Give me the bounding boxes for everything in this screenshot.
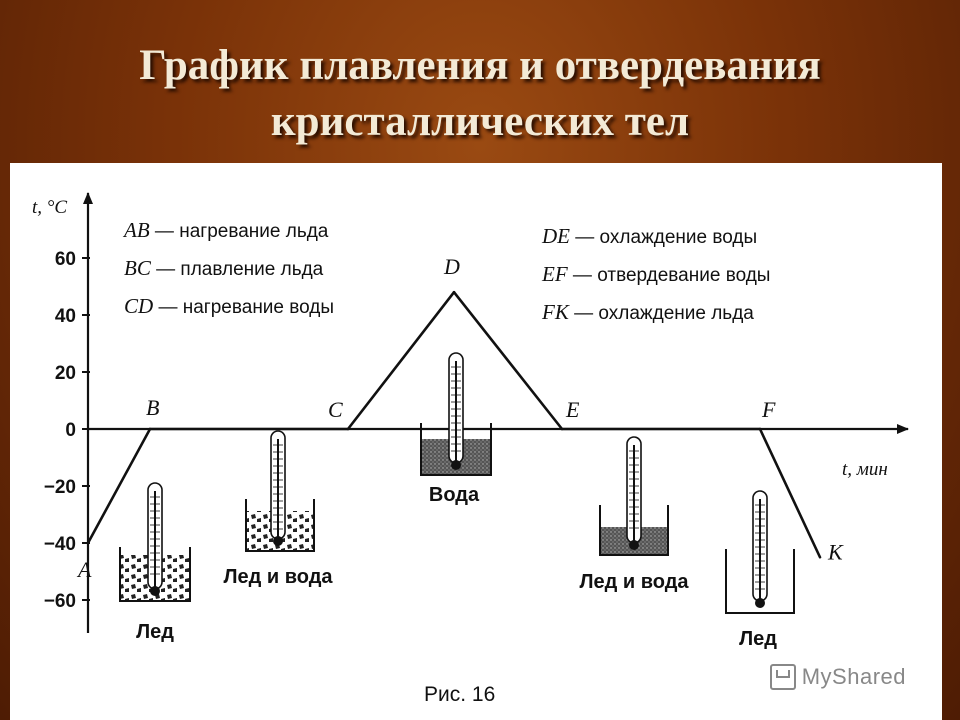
legend-left-item: AB — нагревание льда	[122, 218, 329, 242]
legend-left-key: BC	[124, 256, 152, 280]
vessel-3-beaker	[420, 423, 492, 476]
segment-FK	[758, 427, 822, 559]
legend-left-text: — плавление льда	[151, 259, 324, 280]
vessel-2-label: Лед и вода	[223, 566, 333, 588]
point-label-F: F	[761, 397, 776, 422]
vessel-5-thermometer-bulb	[755, 598, 765, 608]
y-tick-label: 20	[55, 363, 76, 384]
legend-left-text: — нагревание воды	[153, 297, 334, 318]
vessel-3-label: Вода	[429, 484, 480, 506]
vessel-5-label: Лед	[739, 628, 777, 650]
legend-left-text: — нагревание льда	[150, 221, 329, 242]
legend-right-text: — отвердевание воды	[568, 265, 771, 286]
vessel-4-thermometer-bulb	[629, 540, 639, 550]
y-tick-label: −20	[44, 477, 76, 498]
legend-right-key: DE	[541, 224, 570, 248]
vessel-2-thermometer-bulb	[273, 536, 283, 546]
legend-left-item: CD — нагревание воды	[124, 294, 334, 318]
point-label-C: C	[328, 397, 343, 422]
vessel-1-beaker	[119, 547, 191, 602]
x-axis-label: t, мин	[842, 459, 888, 480]
segment-CD	[346, 290, 456, 431]
y-axis-label: t, °C	[32, 197, 67, 218]
vessel-4-label: Лед и вода	[579, 571, 689, 593]
title-line-2: кристаллических тел	[270, 98, 690, 145]
vessel-1-label: Лед	[136, 621, 174, 643]
figure-panel: t, °C t, мин 60 40 20 0 −20 −40 −60 Лед Лед и во…	[10, 163, 942, 720]
legend-right-key: EF	[541, 262, 568, 286]
point-label-E: E	[565, 397, 580, 422]
legend-right-item: FK — охлаждение льда	[541, 300, 754, 324]
legend-left-key: CD	[124, 294, 153, 318]
y-tick-label: 40	[55, 306, 76, 327]
legend-left-item: BC — плавление льда	[124, 256, 324, 280]
legend-right-item: DE — охлаждение воды	[541, 224, 757, 248]
point-label-B: B	[146, 395, 159, 420]
melting-chart: t, °C t, мин 60 40 20 0 −20 −40 −60 Лед Лед и во…	[32, 192, 909, 650]
y-tick-label: 60	[55, 249, 76, 270]
y-tick-label: −60	[44, 591, 76, 612]
point-label-K: K	[827, 539, 844, 564]
y-tick-label: 0	[65, 420, 76, 441]
segment-AB	[86, 427, 152, 545]
point-label-A: A	[76, 557, 92, 582]
y-tick-label: −40	[44, 534, 76, 555]
watermark-text: MyShared	[801, 664, 906, 689]
legend-right-text: — охлаждение воды	[570, 227, 757, 248]
vessel-5-beaker	[725, 549, 795, 614]
watermark-logo-icon	[769, 664, 796, 690]
vessel-1-thermometer-bulb	[150, 586, 160, 596]
slide-title: График плавления и отвердевания кристалл…	[0, 38, 960, 150]
figure-caption: Рис. 16	[424, 683, 496, 706]
watermark: MyShared	[769, 664, 906, 690]
legend-right-item: EF — отвердевание воды	[541, 262, 770, 286]
title-line-1: График плавления и отвердевания	[139, 42, 821, 89]
vessel-3-thermometer-bulb	[451, 460, 461, 470]
point-label-D: D	[443, 254, 460, 279]
vessel-2-beaker	[245, 499, 315, 552]
vessel-4-beaker	[599, 505, 669, 556]
legend-right-text: — охлаждение льда	[569, 303, 754, 324]
segment-DE	[452, 290, 564, 431]
legend-left-key: AB	[122, 218, 150, 242]
legend-right-key: FK	[541, 300, 570, 324]
